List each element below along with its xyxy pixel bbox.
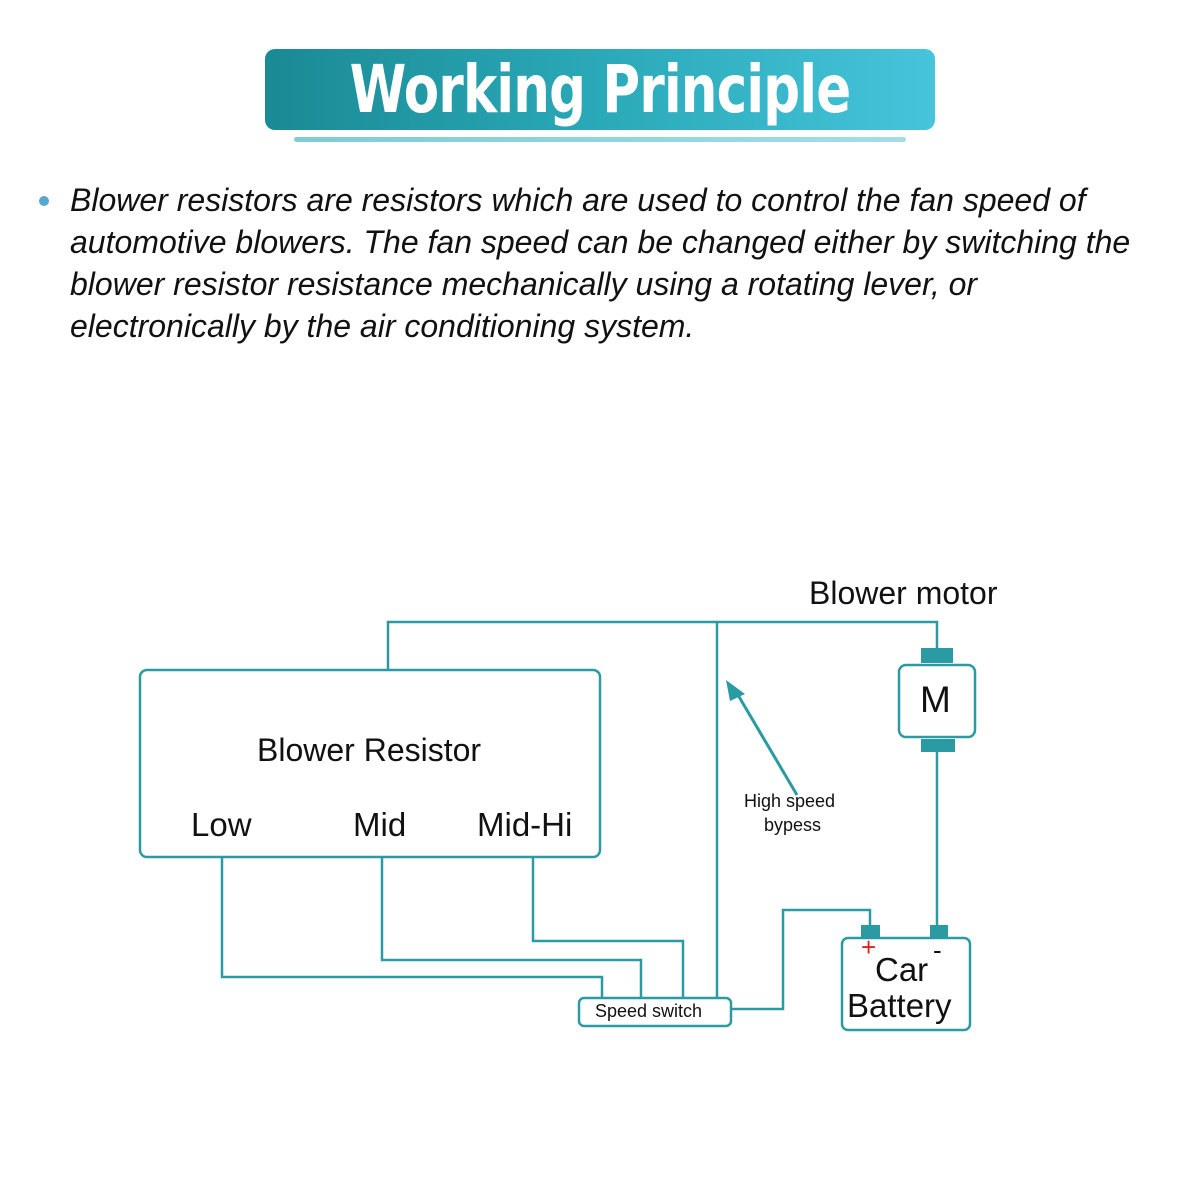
wire-mid [380,857,643,998]
blower-resistor-label: Blower Resistor [257,732,482,768]
car-battery-box [840,936,972,1032]
battery-label-line2: Battery [847,987,952,1024]
bypass-arrow-line [736,694,799,796]
battery-terminal-negative [930,925,948,938]
blower-resistor-box [138,668,602,859]
title-underline-divider [294,137,906,142]
page-title: Working Principle [349,50,852,128]
motor-terminal-top [921,648,953,663]
battery-label-line1: Car [875,951,929,988]
wire-switch-to-battery [731,908,872,1011]
motor-symbol: M [920,679,951,720]
title-banner: Working Principle [265,49,935,130]
speed-switch-label: Speed switch [595,1001,703,1021]
bypass-arrow-head [726,680,745,701]
description-paragraph: Blower resistors are resistors which are… [70,182,1131,344]
wire-top-bus [386,620,939,670]
bypass-label-line1: High speed [744,791,836,811]
bypass-label-line2: bypess [764,815,822,835]
battery-terminal-positive [861,925,880,938]
battery-plus-sign: + [861,932,877,962]
motor-terminal-bottom [921,739,955,752]
tap-label-low: Low [191,806,252,843]
blower-motor-box [897,663,977,739]
bullet-dot-icon [39,196,49,206]
tap-label-mid: Mid [353,806,407,843]
blower-motor-label: Blower motor [809,575,998,611]
wire-mid-hi [531,857,685,998]
tap-label-mid-hi: Mid-Hi [477,806,573,843]
speed-switch-box [577,996,733,1028]
wire-low [220,857,604,998]
battery-minus-sign: - [933,935,942,965]
